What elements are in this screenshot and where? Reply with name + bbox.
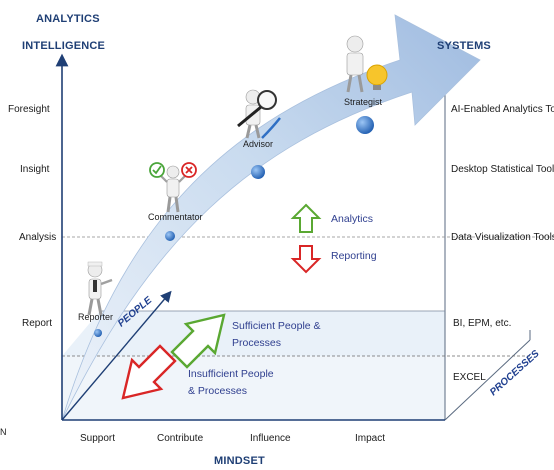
strategist-figure-icon bbox=[346, 35, 364, 93]
advisor-node bbox=[251, 165, 265, 179]
people-axis bbox=[61, 290, 172, 421]
reporting-label: Reporting bbox=[331, 250, 377, 262]
stage-strategist: Strategist bbox=[344, 97, 383, 107]
trend-arrow-icon bbox=[261, 117, 281, 139]
right-axis-title: SYSTEMS bbox=[437, 40, 491, 52]
reporting-down-arrow-icon bbox=[290, 245, 322, 274]
system-desktop: Desktop Statistical Tool bbox=[451, 164, 554, 175]
x-level-impact: Impact bbox=[355, 433, 386, 444]
y-level-foresight: Foresight bbox=[8, 104, 50, 115]
stage-reporter: Reporter bbox=[78, 312, 114, 322]
insufficient-label: Insufficient People & Processes bbox=[188, 368, 274, 397]
sufficient-arrow-icon bbox=[170, 313, 226, 369]
reporter-node bbox=[94, 329, 102, 337]
magnifier-icon bbox=[237, 90, 277, 128]
y-axis-title-line2: INTELLIGENCE bbox=[22, 40, 106, 52]
check-mark-icon bbox=[149, 162, 165, 178]
stage-advisor: Advisor bbox=[243, 139, 274, 149]
system-ai: AI-Enabled Analytics Too bbox=[451, 104, 554, 115]
y-axis-title: ANALYTICS bbox=[36, 13, 100, 25]
analytics-label: Analytics bbox=[331, 213, 374, 225]
edge-text-fragment: N bbox=[0, 427, 7, 437]
insufficient-arrow-icon bbox=[121, 344, 177, 400]
growth-arrow bbox=[61, 14, 481, 421]
sufficient-label: Sufficient People & Processes bbox=[232, 320, 321, 349]
system-dataviz: Data Visualization Tools bbox=[451, 232, 554, 243]
system-bi: BI, EPM, etc. bbox=[453, 318, 512, 329]
strategist-node bbox=[356, 116, 374, 134]
x-level-support: Support bbox=[80, 433, 116, 444]
floor-right-edge bbox=[444, 339, 531, 421]
analytics-up-arrow-icon bbox=[290, 203, 322, 233]
x-level-influence: Influence bbox=[250, 433, 291, 444]
y-level-analysis: Analysis bbox=[19, 232, 57, 243]
y-level-insight: Insight bbox=[20, 164, 50, 175]
x-level-contribute: Contribute bbox=[157, 433, 204, 444]
cross-mark-icon bbox=[181, 162, 197, 178]
y-level-report: Report bbox=[22, 318, 53, 329]
stage-commentator: Commentator bbox=[148, 212, 203, 222]
commentator-node bbox=[165, 231, 175, 241]
x-axis-title: MINDSET bbox=[214, 455, 265, 467]
reporter-figure-icon bbox=[87, 261, 113, 316]
lightbulb-icon bbox=[366, 64, 388, 90]
sufficient-band bbox=[62, 311, 445, 356]
system-excel: EXCEL bbox=[453, 372, 486, 383]
